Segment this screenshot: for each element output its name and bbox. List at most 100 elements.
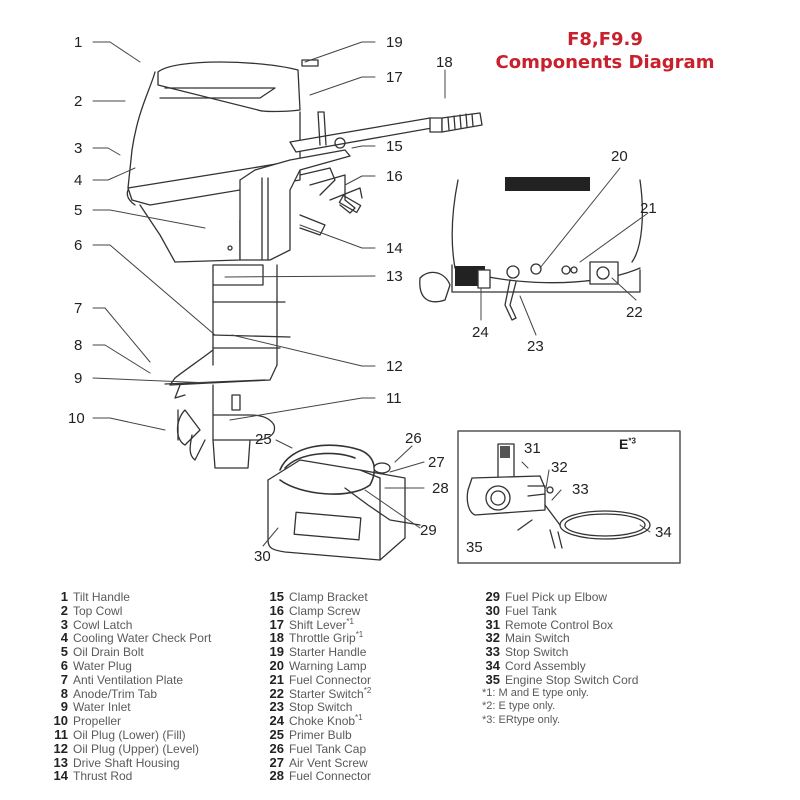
legend-item-number: 7 xyxy=(60,671,68,687)
legend-item-label: Fuel Connector xyxy=(289,672,372,687)
legend-item-label: Tilt Handle xyxy=(73,590,130,604)
callout-28: 28 xyxy=(432,480,449,497)
legend-item-label: Fuel Tank xyxy=(505,603,557,618)
legend-item-label: Shift Lever xyxy=(289,617,347,632)
legend-item-label: Fuel Connector xyxy=(289,769,372,784)
legend-item-number: 32 xyxy=(485,630,500,646)
leader-lines xyxy=(92,41,651,547)
legend-item-number: 23 xyxy=(269,699,284,715)
legend-item: 9 Water Inlet xyxy=(50,700,211,714)
legend-item: 10 Propeller xyxy=(50,714,211,728)
callout-22: 22 xyxy=(626,304,643,321)
legend-item-label: Oil Plug (Lower) (Fill) xyxy=(73,727,186,742)
legend-item-number: 26 xyxy=(269,740,284,756)
legend-item-number: 33 xyxy=(485,644,500,660)
callout-27: 27 xyxy=(428,454,445,471)
legend-item-label: Cord Assembly xyxy=(505,658,586,673)
callout-8: 8 xyxy=(74,337,83,354)
legend-item-label: Clamp Bracket xyxy=(289,590,368,604)
callout-25: 25 xyxy=(255,431,272,448)
legend-item-number: 1 xyxy=(60,589,68,604)
legend-item-number: 25 xyxy=(269,726,284,742)
callout-12: 12 xyxy=(386,358,403,375)
legend-item-label: Starter Switch xyxy=(289,686,364,701)
legend-item-number: 4 xyxy=(60,630,68,646)
legend-item: 1 Tilt Handle xyxy=(50,590,211,604)
legend-item-label: Water Inlet xyxy=(73,700,131,715)
legend-item-label: Thrust Rod xyxy=(73,769,133,784)
legend-item-number: 11 xyxy=(54,726,68,742)
legend-item-label: Remote Control Box xyxy=(505,617,614,632)
legend-item-label: Main Switch xyxy=(505,631,570,646)
legend-item-number: 22 xyxy=(269,685,284,701)
callout-20: 20 xyxy=(611,148,628,165)
callout-13: 13 xyxy=(386,268,403,285)
legend-item-label: Propeller xyxy=(73,714,122,729)
legend-footnote: *1: M and E type only. xyxy=(482,686,589,699)
inset-type-label: E*3 xyxy=(619,436,636,452)
callout-35: 35 xyxy=(466,539,483,556)
legend-item: 15 Clamp Bracket xyxy=(266,590,371,604)
drive-shaft-housing xyxy=(164,264,291,469)
legend-item-label: Oil Drain Bolt xyxy=(73,645,144,660)
outboard-motor-drawing xyxy=(92,41,681,564)
callout-31: 31 xyxy=(524,440,541,457)
callout-17: 17 xyxy=(386,69,403,86)
legend-item-footnote-ref: *2 xyxy=(363,685,372,695)
legend-item-label: Anti Ventilation Plate xyxy=(73,672,184,687)
callout-4: 4 xyxy=(74,172,83,189)
legend-item-label: Fuel Tank Cap xyxy=(289,741,367,756)
engine-cowl xyxy=(126,61,301,263)
control-panel-detail xyxy=(419,177,644,321)
legend-item-label: Drive Shaft Housing xyxy=(73,755,180,770)
inset-type-letter: E xyxy=(619,436,629,452)
tiller-handle xyxy=(289,59,483,153)
callout-15: 15 xyxy=(386,138,403,155)
diagram-title: F8,F9.9 Components Diagram xyxy=(470,28,740,74)
callout-5: 5 xyxy=(74,202,83,219)
callout-2: 2 xyxy=(74,93,83,110)
callout-3: 3 xyxy=(74,140,83,157)
legend-item-label: Clamp Screw xyxy=(289,603,361,618)
legend-item-label: Oil Plug (Upper) (Level) xyxy=(73,741,200,756)
callout-33: 33 xyxy=(572,481,589,498)
legend-footnote: *2: E type only. xyxy=(482,700,556,713)
legend-item-number: 9 xyxy=(60,699,68,715)
legend-item-footnote-ref: *1 xyxy=(355,713,363,723)
legend-item-number: 34 xyxy=(485,657,500,673)
legend-item-number: 15 xyxy=(269,589,284,604)
legend-item-label: Primer Bulb xyxy=(289,727,352,742)
legend-item-number: 29 xyxy=(485,589,500,604)
legend-item-label: Starter Handle xyxy=(289,645,367,660)
legend-item-footnote-ref: *1 xyxy=(346,616,354,626)
legend-item-number: 17 xyxy=(269,616,284,632)
callout-26: 26 xyxy=(405,430,422,447)
callout-11: 11 xyxy=(386,390,402,407)
callout-30: 30 xyxy=(254,548,271,565)
callout-14: 14 xyxy=(386,240,403,257)
legend-item-label: Anode/Trim Tab xyxy=(73,686,158,701)
inset-type-footnote: *3 xyxy=(628,436,636,446)
legend-item-label: Stop Switch xyxy=(505,645,569,660)
callout-21: 21 xyxy=(640,200,657,217)
callout-6: 6 xyxy=(74,237,83,254)
callout-24: 24 xyxy=(472,324,489,341)
legend-item: 26 Fuel Tank Cap xyxy=(266,740,371,756)
legend-item-number: 10 xyxy=(53,713,68,729)
